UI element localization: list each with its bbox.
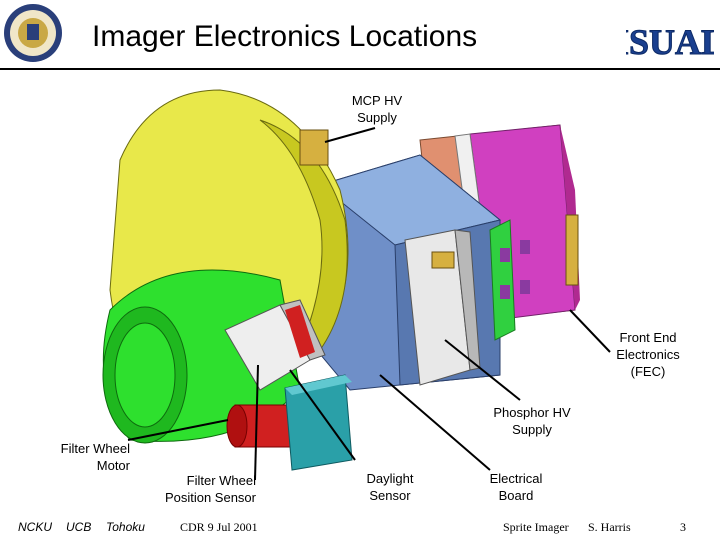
callout-mcp-hv-supply: MCP HV Supply xyxy=(346,92,408,126)
callout-line: Supply xyxy=(357,110,397,125)
callout-filter-wheel-motor: Filter Wheel Motor xyxy=(40,440,130,474)
footer-author: S. Harris xyxy=(588,520,631,534)
callout-line: MCP HV xyxy=(351,93,403,108)
footer-event: CDR 9 Jul 2001 xyxy=(180,520,258,534)
callout-line: Filter Wheel xyxy=(186,473,256,488)
callout-line: Sensor xyxy=(369,488,411,503)
callout-line: Board xyxy=(498,488,534,503)
callout-daylight-sensor: Daylight Sensor xyxy=(358,470,422,504)
callout-line: (FEC) xyxy=(630,364,666,379)
footer-org-ucb: UCB xyxy=(66,520,92,534)
callout-line: Filter Wheel xyxy=(60,441,130,456)
filter-wheel-motor xyxy=(226,404,291,448)
footer-project: Sprite Imager xyxy=(503,520,569,534)
footer-org-ncku: NCKU xyxy=(18,520,53,534)
callout-phosphor-hv-supply: Phosphor HV Supply xyxy=(484,404,580,438)
green-baffle xyxy=(102,269,301,444)
title-divider xyxy=(0,68,720,70)
fec-connectors xyxy=(500,240,530,299)
footer-page-number: 3 xyxy=(680,520,686,534)
callout-line: Electrical xyxy=(489,471,543,486)
isual-logo: ISUAL xyxy=(626,22,714,63)
position-sensor-block xyxy=(224,299,326,391)
imager-diagram xyxy=(102,89,611,481)
callout-filter-wheel-position-sensor: Filter Wheel Position Sensor xyxy=(140,472,256,506)
callout-line: Phosphor HV xyxy=(493,405,571,420)
page-title: Imager Electronics Locations xyxy=(92,20,478,53)
daylight-sensor-box xyxy=(284,374,353,471)
callout-fec: Front End Electronics (FEC) xyxy=(605,329,691,380)
footer-org-tohoku: Tohoku xyxy=(106,520,145,534)
university-seal-logo xyxy=(4,4,62,62)
callout-electrical-board: Electrical Board xyxy=(482,470,550,504)
callout-line: Daylight xyxy=(366,471,414,486)
callout-line: Supply xyxy=(512,422,552,437)
callout-line: Motor xyxy=(96,458,130,473)
callout-line: Electronics xyxy=(616,347,680,362)
callout-line: Position Sensor xyxy=(164,490,256,505)
callout-line: Front End xyxy=(619,330,677,345)
isual-logo-text: ISUAL xyxy=(626,22,714,62)
green-plate xyxy=(489,219,516,341)
callout-leaders xyxy=(127,127,611,481)
